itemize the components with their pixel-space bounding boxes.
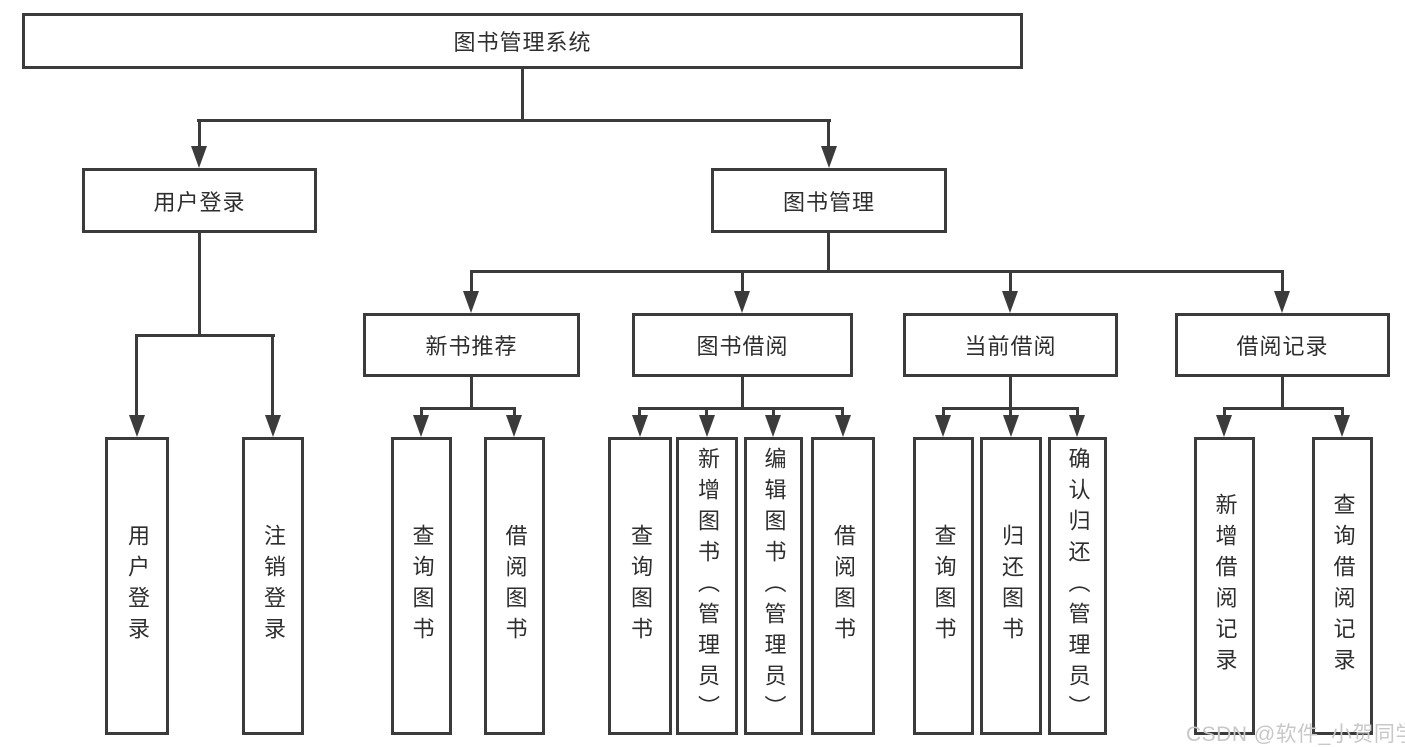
connector-line (1281, 270, 1284, 294)
node-label: 查询图书 (931, 524, 957, 648)
arrow-down-icon (265, 415, 281, 437)
node-label: 新增图书（管理员） (695, 446, 720, 726)
node-label: 当前借阅 (964, 334, 1057, 359)
connector-line (705, 407, 708, 418)
connector-line (513, 407, 516, 418)
node-label: 注销登录 (261, 524, 286, 648)
connector-line (638, 407, 844, 410)
connector-line (470, 270, 473, 294)
node-borrow-books: 借阅图书 (811, 437, 875, 735)
arrow-down-icon (463, 291, 479, 313)
node-label: 确认归还（管理员） (1065, 446, 1091, 726)
node-query-books-borrow: 查询图书 (608, 437, 672, 735)
node-root: 图书管理系统 (22, 13, 1023, 69)
connector-line (135, 334, 138, 418)
node-book-management: 图书管理 (711, 168, 947, 233)
arrow-down-icon (191, 146, 207, 168)
node-label: 查询借阅记录 (1330, 493, 1356, 679)
node-label: 图书借阅 (696, 334, 789, 359)
connector-line (420, 407, 423, 418)
arrow-down-icon (935, 415, 951, 437)
node-query-books-current: 查询图书 (913, 437, 974, 735)
node-borrow-books-recommend: 借阅图书 (484, 437, 545, 735)
node-add-borrow-record: 新增借阅记录 (1194, 437, 1255, 735)
node-label: 图书管理 (782, 189, 875, 215)
arrow-down-icon (413, 415, 429, 437)
connector-line (135, 334, 275, 337)
connector-line (1223, 407, 1344, 410)
arrow-down-icon (1069, 415, 1085, 437)
node-label: 借阅图书 (502, 524, 528, 648)
node-label: 用户登录 (153, 189, 246, 215)
node-confirm-return-admin: 确认归还（管理员） (1048, 437, 1107, 735)
watermark: CSDN @软件_小贺同学 (1186, 723, 1405, 746)
node-label: 查询图书 (409, 524, 435, 648)
node-leaf-logout: 注销登录 (242, 437, 304, 735)
connector-line (741, 376, 744, 410)
node-query-borrow-record: 查询借阅记录 (1312, 437, 1373, 735)
arrow-down-icon (765, 415, 781, 437)
connector-line (942, 407, 945, 418)
arrow-down-icon (129, 415, 145, 437)
arrow-down-icon (835, 415, 851, 437)
arrow-down-icon (1334, 415, 1350, 437)
connector-line (198, 232, 201, 337)
connector-line (1009, 376, 1012, 410)
node-label: 编辑图书（管理员） (761, 446, 787, 726)
connector-line (1009, 407, 1012, 418)
node-query-books-recommend: 查询图书 (391, 437, 452, 735)
node-label: 归还图书 (999, 524, 1024, 648)
arrow-down-icon (821, 146, 837, 168)
connector-line (1341, 407, 1344, 418)
arrow-down-icon (1216, 415, 1232, 437)
node-label: 用户登录 (125, 524, 150, 648)
connector-line (470, 270, 1284, 273)
node-label: 借阅图书 (831, 524, 856, 648)
connector-line (271, 334, 274, 418)
node-current-borrow: 当前借阅 (903, 313, 1118, 377)
node-label: 新书推荐 (425, 334, 518, 359)
connector-line (521, 68, 524, 122)
connector-line (197, 119, 831, 122)
node-leaf-user-login: 用户登录 (105, 437, 169, 735)
connector-line (1009, 270, 1012, 294)
connector-line (772, 407, 775, 418)
connector-line (1223, 407, 1226, 418)
connector-line (198, 119, 201, 149)
arrow-down-icon (1003, 415, 1019, 437)
node-label: 新增借阅记录 (1212, 493, 1238, 679)
arrow-down-icon (1274, 291, 1290, 313)
node-borrow-records: 借阅记录 (1175, 313, 1390, 377)
arrow-down-icon (1002, 291, 1018, 313)
node-book-borrow: 图书借阅 (632, 313, 853, 377)
node-return-books: 归还图书 (980, 437, 1042, 735)
connector-line (1076, 407, 1079, 418)
connector-line (470, 376, 473, 410)
node-label: 借阅记录 (1236, 334, 1329, 359)
node-user-login: 用户登录 (82, 168, 317, 233)
connector-line (1281, 376, 1284, 410)
connector-line (638, 407, 641, 418)
node-add-book-admin: 新增图书（管理员） (676, 437, 738, 735)
connector-line (827, 119, 830, 149)
arrow-down-icon (699, 415, 715, 437)
connector-line (741, 270, 744, 294)
node-edit-book-admin: 编辑图书（管理员） (744, 437, 803, 735)
arrow-down-icon (506, 415, 522, 437)
connector-line (841, 407, 844, 418)
node-new-book-recommend: 新书推荐 (363, 313, 580, 377)
connector-line (420, 407, 516, 410)
arrow-down-icon (632, 415, 648, 437)
arrow-down-icon (734, 291, 750, 313)
node-root-label: 图书管理系统 (453, 30, 592, 55)
connector-line (827, 232, 830, 273)
node-label: 查询图书 (628, 524, 653, 648)
